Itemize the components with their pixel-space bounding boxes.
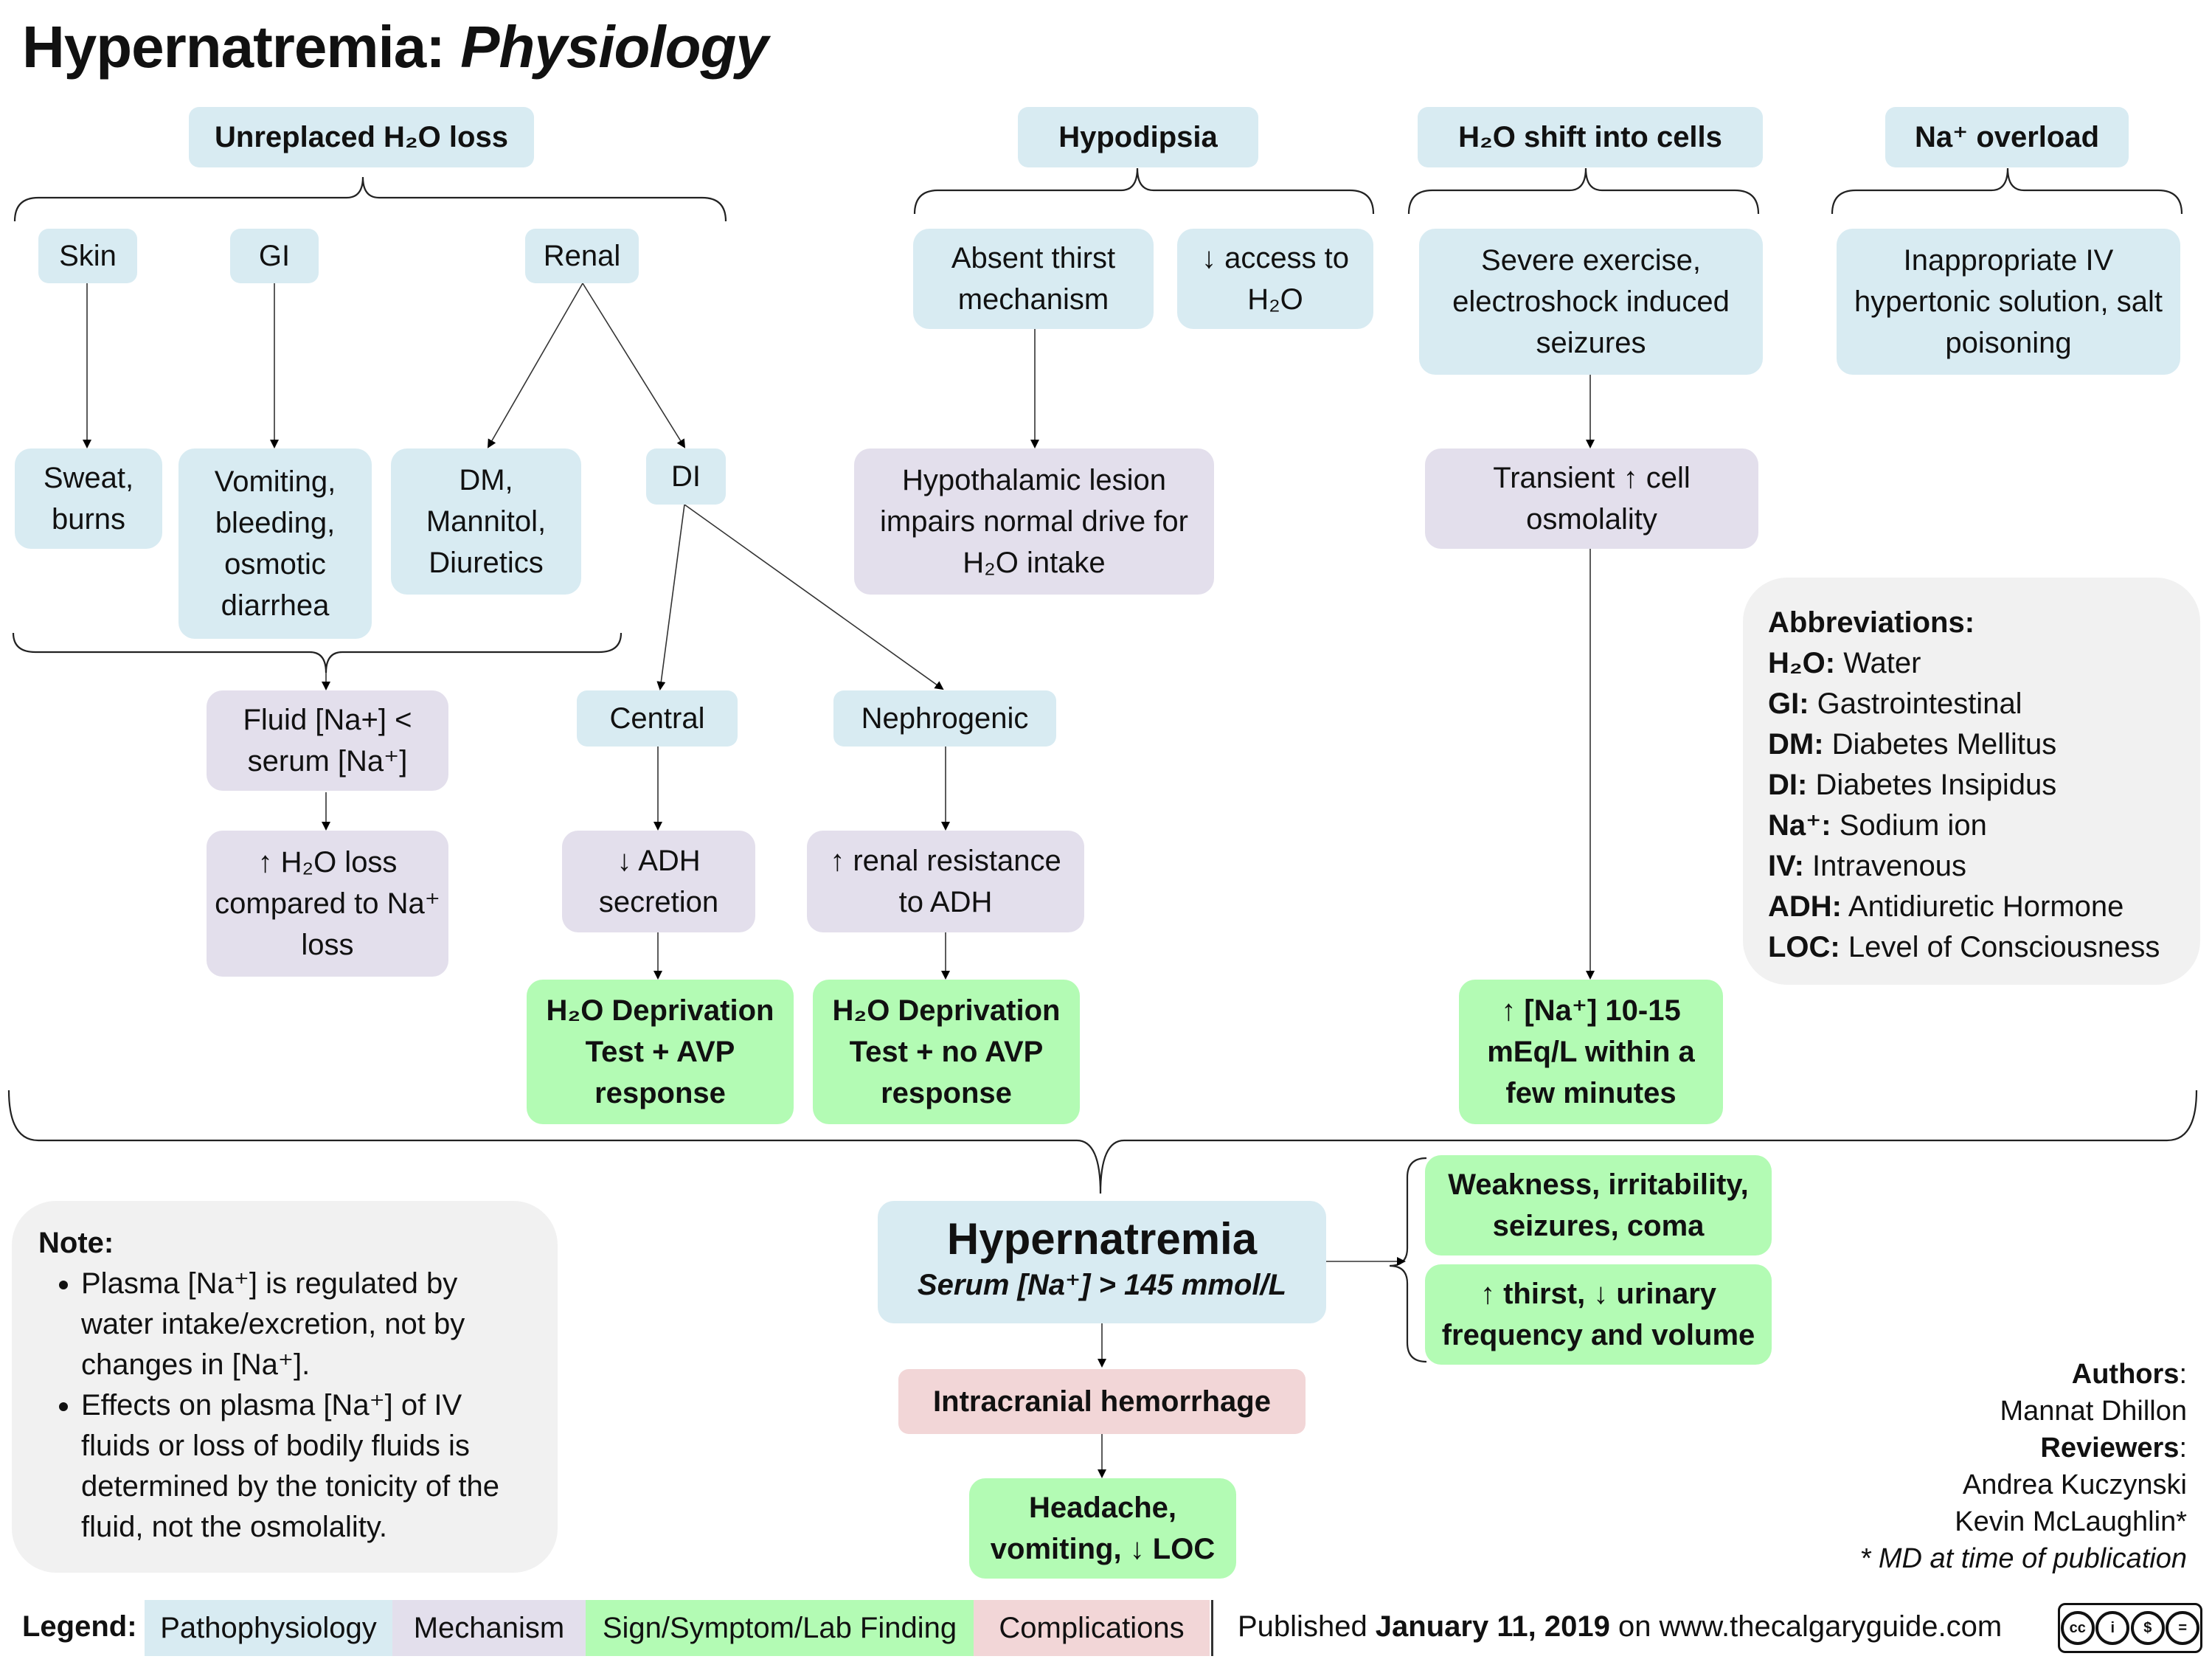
node-h2o-loss: ↑ H₂O loss compared to Na⁺ loss [207, 831, 448, 977]
arrow-renal-di [582, 283, 686, 448]
reviewers-label: Reviewers [2040, 1433, 2180, 1464]
abbr-item: LOC: Level of Consciousness [1768, 931, 2160, 963]
reviewer-name: Andrea Kuczynski [1962, 1469, 2187, 1500]
node-access-h2o: ↓ access to H₂O [1177, 229, 1373, 329]
arrow-di-central [656, 504, 685, 690]
abbreviations-panel: Abbreviations: H₂O: Water GI: Gastrointe… [1743, 578, 2200, 985]
brace-overload [1831, 167, 2183, 215]
brace-all-causes [7, 1090, 2198, 1194]
legend-complications: Complications [974, 1600, 1210, 1656]
node-skin: Skin [38, 229, 137, 283]
category-unreplaced-h2o-loss: Unreplaced H₂O loss [189, 107, 534, 167]
node-hypothalamic-lesion: Hypothalamic lesion impairs normal drive… [854, 448, 1214, 595]
page-title: Hypernatremia: Physiology [22, 14, 769, 80]
authors-label: Authors [2071, 1359, 2180, 1390]
legend-sign-symptom: Sign/Symptom/Lab Finding [586, 1600, 974, 1656]
legend-bar: Legend: Pathophysiology Mechanism Sign/S… [0, 1600, 2212, 1656]
abbr-item: DM: Diabetes Mellitus [1768, 728, 2057, 761]
node-sweat-burns: Sweat, burns [15, 448, 162, 549]
authors-block: Authors: Mannat Dhillon Reviewers: Andre… [1859, 1356, 2187, 1577]
legend-pathophysiology: Pathophysiology [145, 1600, 392, 1656]
abbreviations-heading: Abbreviations: [1768, 606, 1975, 639]
node-vomiting: Vomiting, bleeding, osmotic diarrhea [178, 448, 372, 639]
abbr-item: Na⁺: Sodium ion [1768, 809, 1987, 842]
node-intracranial-hemorrhage: Intracranial hemorrhage [898, 1369, 1306, 1434]
note-bullet: Plasma [Na⁺] is regulated by water intak… [81, 1264, 531, 1385]
abbr-item: GI: Gastrointestinal [1768, 688, 2022, 720]
brace-fluid-loss [12, 632, 623, 673]
node-severe-exercise: Severe exercise, electroshock induced se… [1419, 229, 1763, 375]
node-gi: GI [230, 229, 319, 283]
category-na-overload: Na⁺ overload [1885, 107, 2129, 167]
note-heading: Note: [38, 1227, 114, 1259]
node-na-rise: ↑ [Na⁺] 10-15 mEq/L within a few minutes [1459, 980, 1723, 1124]
brace-symptoms [1389, 1157, 1427, 1363]
node-iv-solution: Inappropriate IV hypertonic solution, sa… [1837, 229, 2180, 375]
node-thirst: ↑ thirst, ↓ urinary frequency and volume [1425, 1264, 1772, 1365]
node-hypernatremia: Hypernatremia Serum [Na⁺] > 145 mmol/L [878, 1201, 1326, 1323]
abbr-item: H₂O: Water [1768, 647, 1921, 679]
node-test-avp: H₂O Deprivation Test + AVP response [527, 980, 794, 1124]
brace-hypodipsia [913, 167, 1375, 215]
node-adh-secretion: ↓ ADH secretion [562, 831, 755, 932]
hypernatremia-serum: Serum [Na⁺] > 145 mmol/L [917, 1269, 1287, 1301]
reviewer-name: Kevin McLaughlin* [1955, 1506, 2187, 1537]
brace-shift [1407, 167, 1760, 215]
category-h2o-shift: H₂O shift into cells [1418, 107, 1763, 167]
note-panel: Note: Plasma [Na⁺] is regulated by water… [12, 1201, 558, 1573]
abbr-item: ADH: Antidiuretic Hormone [1768, 890, 2124, 923]
node-weakness: Weakness, irritability, seizures, coma [1425, 1155, 1772, 1255]
node-absent-thirst: Absent thirst mechanism [913, 229, 1154, 329]
node-fluid-na: Fluid [Na+] < serum [Na⁺] [207, 690, 448, 791]
abbr-item: DI: Diabetes Insipidus [1768, 769, 2057, 801]
category-hypodipsia: Hypodipsia [1018, 107, 1258, 167]
legend-mechanism: Mechanism [392, 1600, 586, 1656]
hypernatremia-title: Hypernatremia [946, 1214, 1258, 1264]
abbr-item: IV: Intravenous [1768, 850, 1967, 882]
legend-label: Legend: [22, 1610, 137, 1643]
node-renal-resistance: ↑ renal resistance to ADH [807, 831, 1084, 932]
note-bullet: Effects on plasma [Na⁺] of IV fluids or … [81, 1385, 531, 1548]
node-renal: Renal [525, 229, 639, 283]
node-transient-osmolality: Transient ↑ cell osmolality [1425, 448, 1758, 549]
node-di: DI [646, 448, 726, 505]
node-nephrogenic: Nephrogenic [833, 690, 1056, 747]
author-name: Mannat Dhillon [2000, 1396, 2187, 1427]
authors-footnote: * MD at time of publication [1859, 1543, 2187, 1574]
node-central: Central [577, 690, 738, 747]
node-headache: Headache, vomiting, ↓ LOC [969, 1478, 1236, 1579]
published-info: Published January 11, 2019 on www.thecal… [1238, 1610, 2003, 1643]
arrow-di-nephrogenic [684, 504, 944, 690]
brace-unreplaced [13, 176, 727, 222]
node-dm-mannitol: DM, Mannitol, Diuretics [391, 448, 581, 595]
node-test-no-avp: H₂O Deprivation Test + no AVP response [813, 980, 1080, 1124]
arrow-renal-dm [488, 283, 583, 448]
